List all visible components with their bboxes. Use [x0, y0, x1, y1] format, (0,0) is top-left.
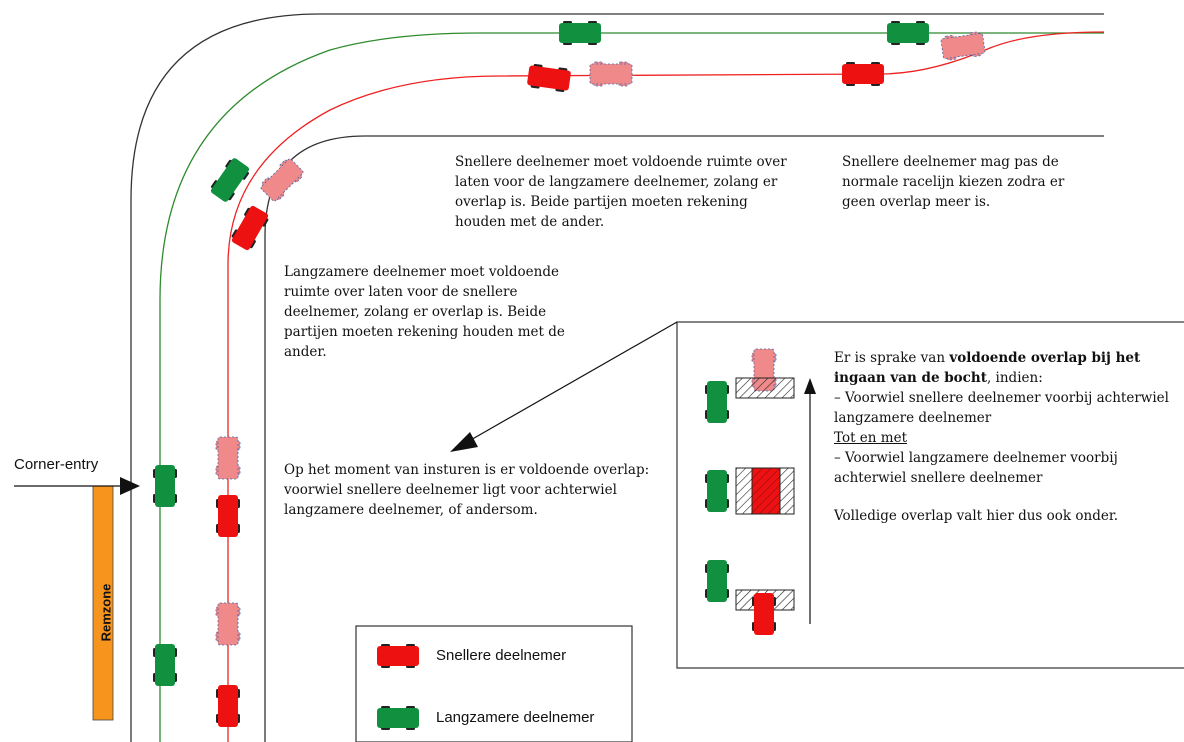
example2-red-hatch — [751, 467, 781, 515]
overlap-after-bold: , indien: — [986, 370, 1043, 386]
example2-slower-car — [705, 470, 729, 512]
faster-car-braking — [216, 685, 240, 727]
faster-car-ghost-final — [940, 30, 986, 62]
slower-car-final — [887, 21, 929, 45]
slower-car-exit — [559, 21, 601, 45]
faster-car-ghost-braking — [215, 602, 241, 646]
slower-racing-line — [159, 32, 1104, 742]
overlap-line2: – Voorwiel langzamere deelnemer voorbij … — [834, 450, 1118, 486]
slower-car-corner — [208, 155, 252, 205]
legend-faster-label: Snellere deelnemer — [436, 647, 567, 664]
remzone-label: Remzone — [98, 583, 114, 642]
track-outer-edge — [130, 13, 1104, 742]
note-middle-left: Langzamere deelnemer moet voldoende ruim… — [284, 264, 565, 360]
slower-car-braking — [153, 644, 177, 686]
overlap-pointer-line — [461, 321, 678, 446]
overlap-intro: Er is sprake van — [834, 350, 946, 366]
overlap-bold-phrase: voldoende overlap bij het ingaan van de … — [834, 350, 1141, 386]
slower-car-entry — [153, 465, 177, 507]
faster-car-ghost-corner — [258, 156, 306, 204]
example3-slower-car — [705, 560, 729, 602]
legend-faster-swatch — [377, 644, 419, 668]
note-entry: Op het moment van insturen is er voldoen… — [284, 462, 650, 518]
overlap-tot-en-met: Tot en met — [834, 430, 907, 446]
corner-entry-arrowhead — [120, 477, 140, 495]
example1-slower-car — [705, 381, 729, 423]
corner-entry-label: Corner-entry — [14, 456, 99, 473]
legend-slower-label: Langzamere deelnemer — [436, 709, 595, 726]
faster-racing-line — [227, 31, 1105, 742]
note-top-right: Snellere deelnemer mag pas de normale ra… — [842, 154, 1065, 210]
overlap-pointer-arrowhead — [450, 432, 478, 452]
example1-hatch-bar — [735, 377, 795, 399]
faster-car-entry — [216, 495, 240, 537]
example3-faster-car — [752, 593, 776, 635]
faster-car-final — [842, 62, 884, 86]
faster-car-ghost-exit — [589, 61, 633, 87]
overlap-conclusion: Volledige overlap valt hier dus ook onde… — [834, 508, 1119, 524]
note-top-middle: Snellere deelnemer moet voldoende ruimte… — [455, 154, 787, 230]
overlap-box-frame — [676, 321, 1184, 669]
overlap-line1: – Voorwiel snellere deelnemer voorbij ac… — [834, 390, 1169, 426]
overlap-explanation: Er is sprake van voldoende overlap bij h… — [834, 348, 1179, 526]
faster-car-exit — [526, 63, 572, 93]
legend-slower-swatch — [377, 706, 419, 730]
faster-car-ghost-entry — [215, 436, 241, 480]
legend-frame — [355, 625, 633, 742]
overlap-progress-arrowhead — [804, 378, 816, 394]
